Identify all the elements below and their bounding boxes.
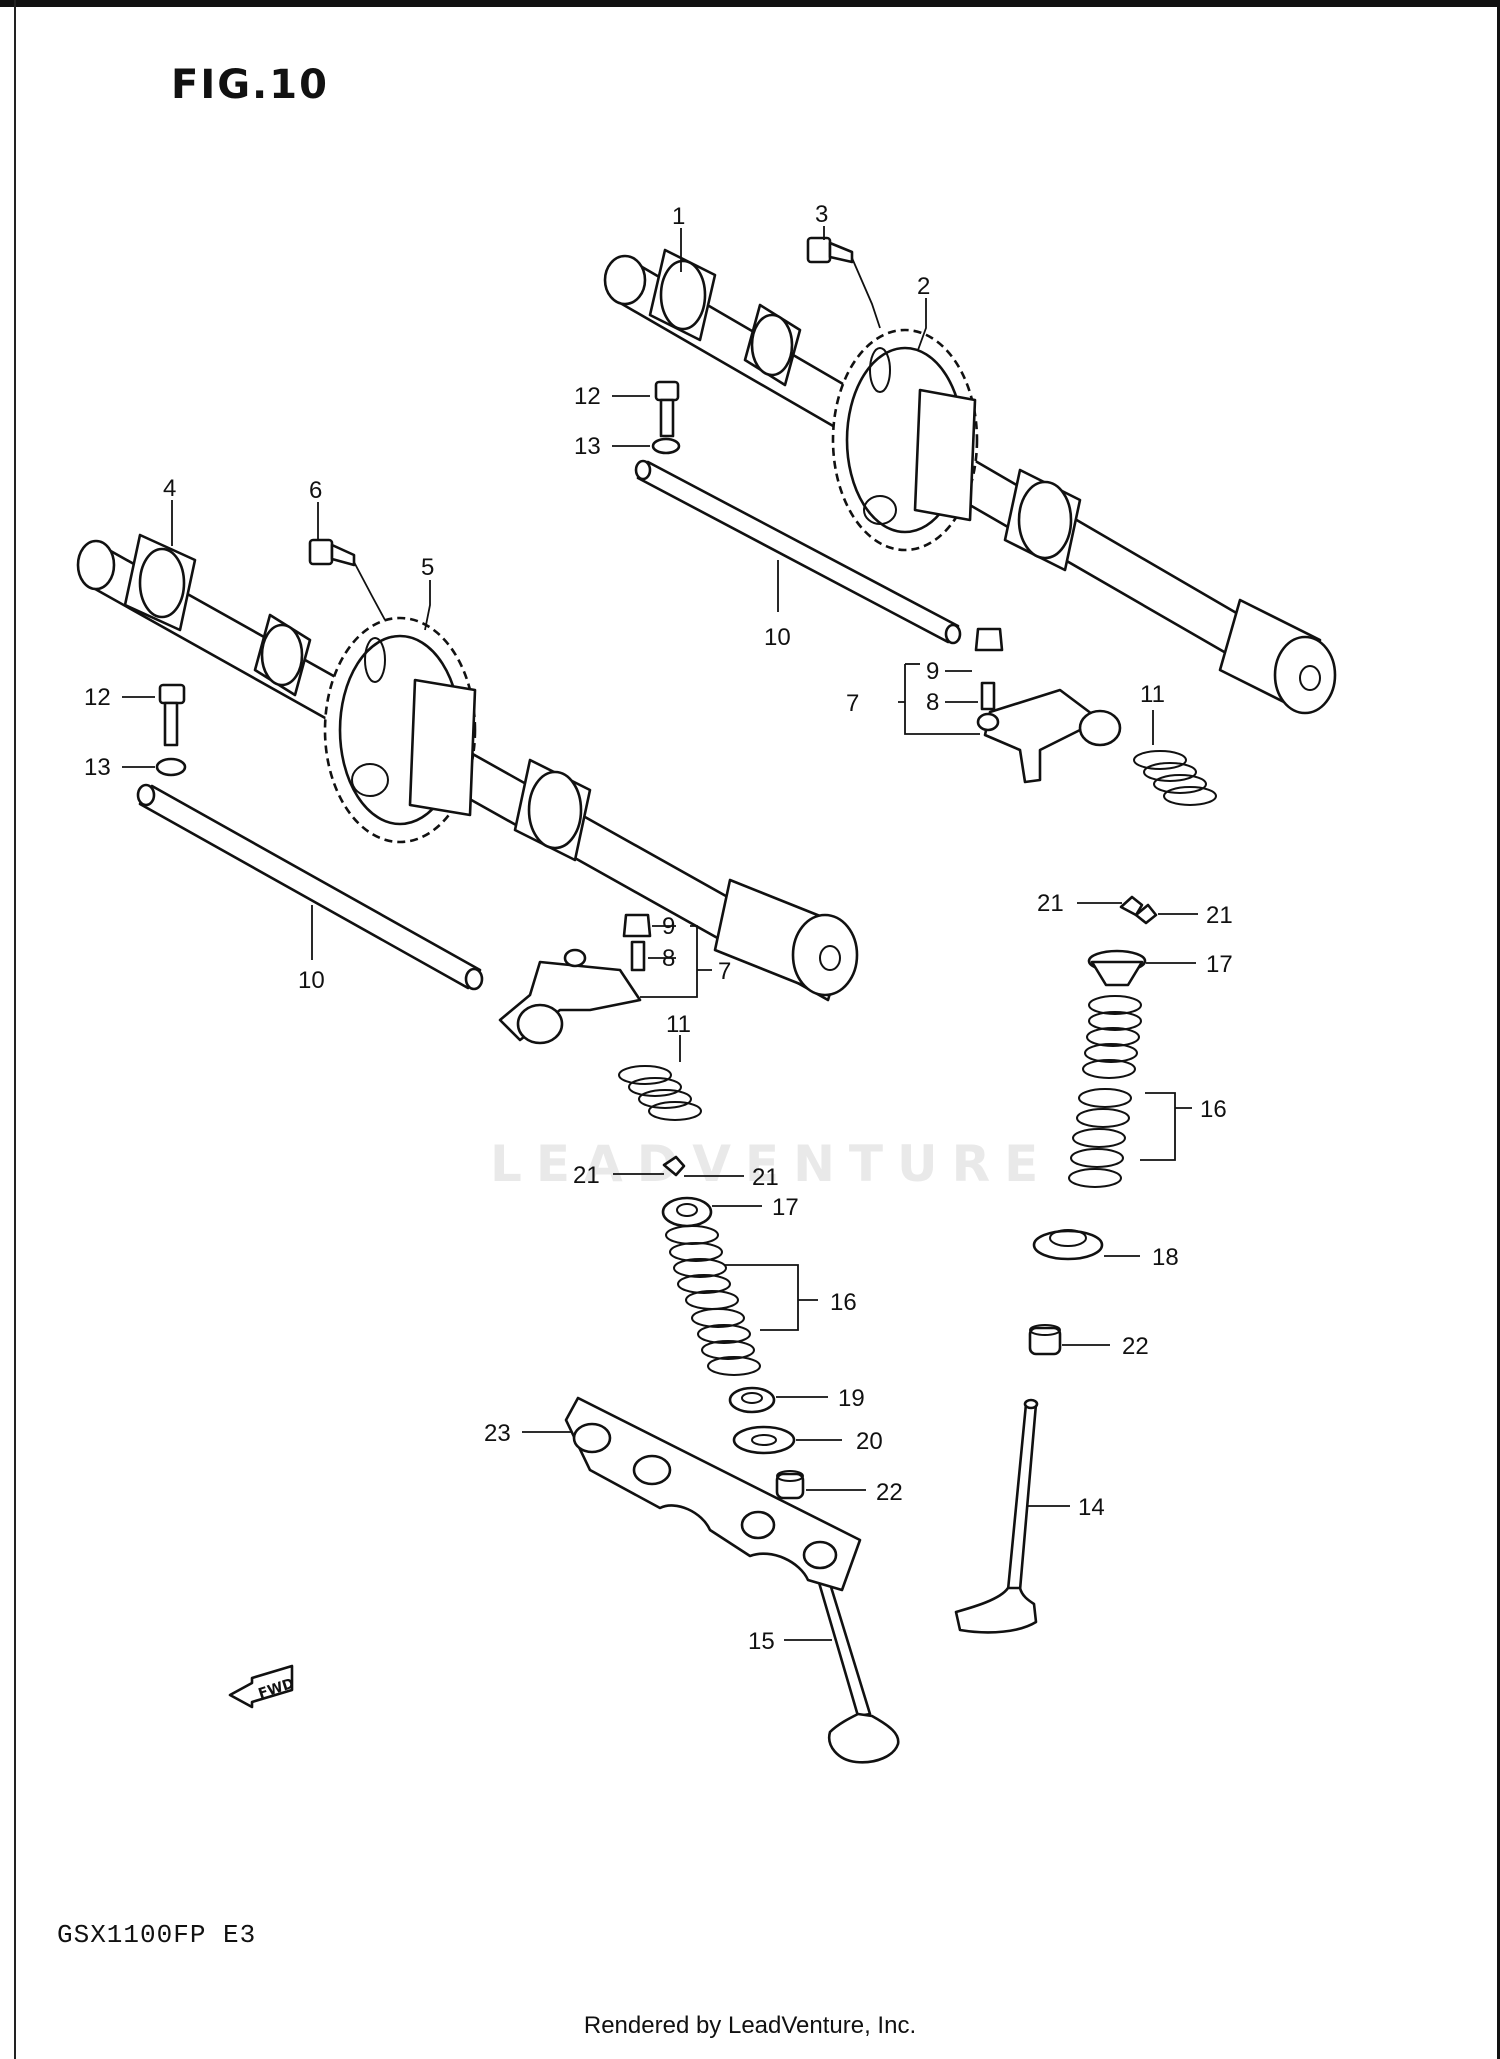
callout-21-left-a: 21 xyxy=(573,1162,600,1189)
callout-labels: 1 2 3 4 5 6 12 13 12 13 10 10 9 8 7 xyxy=(84,201,1233,1655)
spring-retainer-right xyxy=(1087,949,1147,987)
callout-17-left: 17 xyxy=(772,1194,799,1221)
callout-7-lower: 7 xyxy=(718,958,731,985)
rocker-arm-upper xyxy=(974,627,1122,784)
callout-13-upper: 13 xyxy=(574,433,601,460)
rocker-shaft-upper xyxy=(634,459,962,645)
callout-19: 19 xyxy=(838,1385,865,1412)
spring-retainer-left xyxy=(661,1196,713,1228)
callout-11-lower: 11 xyxy=(666,1011,691,1038)
callout-15: 15 xyxy=(748,1628,775,1655)
spring-seat-lower-left xyxy=(728,1386,776,1414)
valve-right xyxy=(954,1398,1039,1634)
sprocket-bolt-lower xyxy=(308,538,356,567)
callout-21-right-b: 21 xyxy=(1206,902,1233,929)
spring-seat-right xyxy=(1032,1229,1104,1261)
washer-upper xyxy=(651,437,681,455)
left-border xyxy=(14,0,16,2059)
callout-20: 20 xyxy=(856,1428,883,1455)
callout-9-lower: 9 xyxy=(662,913,675,940)
cam-sprocket-lower xyxy=(323,616,477,844)
callout-23: 23 xyxy=(484,1420,511,1447)
rocker-spring-upper xyxy=(1133,750,1217,806)
callout-11-upper: 11 xyxy=(1140,681,1165,708)
shaft-bolt-upper xyxy=(654,380,680,438)
watermark: LEADVENTURE xyxy=(490,1135,1053,1193)
rocker-arm-lower xyxy=(498,913,652,1045)
sprocket-bolt-upper xyxy=(806,236,854,264)
callout-9-upper: 9 xyxy=(926,658,939,685)
callout-7-upper: 7 xyxy=(846,690,859,717)
cam-sprocket-upper xyxy=(831,328,979,552)
callout-12-upper: 12 xyxy=(574,383,601,410)
top-border xyxy=(0,0,1500,7)
valve-guide-plate xyxy=(564,1396,862,1592)
stem-seal-left xyxy=(775,1470,805,1500)
callout-8-upper: 8 xyxy=(926,689,939,716)
callout-21-left-b: 21 xyxy=(752,1164,779,1191)
callout-10-lower: 10 xyxy=(298,967,325,994)
callout-3: 3 xyxy=(815,201,828,228)
callout-12-lower: 12 xyxy=(84,684,111,711)
valve-cotter-right xyxy=(1119,895,1158,925)
callout-18: 18 xyxy=(1152,1244,1179,1271)
rocker-spring-lower xyxy=(618,1065,702,1121)
washer-lower xyxy=(155,757,187,777)
forward-arrow-icon: FWD xyxy=(228,1664,296,1709)
callout-22-right: 22 xyxy=(1122,1333,1149,1360)
callout-4: 4 xyxy=(163,475,176,502)
callout-2: 2 xyxy=(917,273,930,300)
stem-seal-right xyxy=(1028,1324,1062,1356)
valve-spring-left xyxy=(665,1225,761,1376)
callout-16-right: 16 xyxy=(1200,1096,1227,1123)
shaft-bolt-lower xyxy=(158,683,186,747)
valve-spring-right xyxy=(1068,995,1142,1188)
callout-5: 5 xyxy=(421,554,434,581)
footer-credit: Rendered by LeadVenture, Inc. xyxy=(583,2012,917,2039)
callout-17-right: 17 xyxy=(1206,951,1233,978)
callout-1: 1 xyxy=(672,203,685,230)
callout-10-upper: 10 xyxy=(764,624,791,651)
spring-washer-left xyxy=(732,1425,796,1455)
callout-6: 6 xyxy=(309,477,322,504)
rocker-shaft-lower xyxy=(136,783,484,991)
right-border xyxy=(1497,0,1500,2059)
callout-21-right-a: 21 xyxy=(1037,890,1064,917)
model-code: GSX1100FP E3 xyxy=(57,1920,257,1950)
valve-cotter-left xyxy=(662,1155,686,1177)
callout-13-lower: 13 xyxy=(84,754,111,781)
callout-16-left: 16 xyxy=(830,1289,857,1316)
callout-14: 14 xyxy=(1078,1494,1105,1521)
callout-22-left: 22 xyxy=(876,1479,903,1506)
callout-8-lower: 8 xyxy=(662,945,675,972)
figure-title: FIG.10 xyxy=(171,62,329,108)
